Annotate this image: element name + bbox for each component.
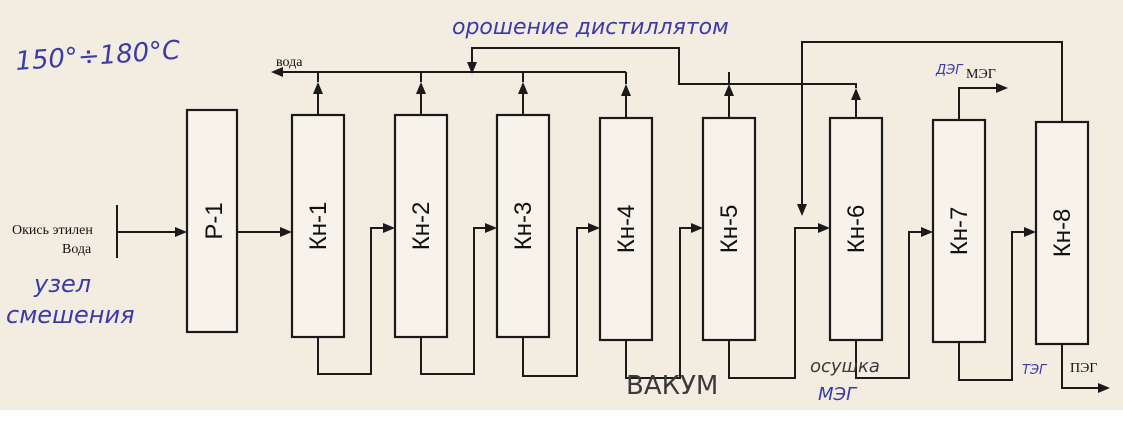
kn3-top-arrowhead: [518, 82, 528, 94]
kn4-to-kn5-arrowhead: [691, 223, 703, 233]
kn8-recycle-arrowhead: [797, 204, 807, 216]
unit-kn3-label: Кн-3: [510, 202, 537, 251]
kn8-top-recycle-line: [801, 41, 1063, 204]
unit-kn2-label: Кн-2: [408, 202, 435, 251]
peg-out-arrowhead: [1098, 383, 1110, 393]
unit-kn7: Кн-7: [931, 118, 987, 344]
meg-out-label: МЭГ: [966, 67, 996, 82]
kn1-to-kn2-line: [317, 227, 383, 375]
kn2-to-kn3-arrowhead: [485, 223, 497, 233]
kn4-top-arrowhead: [621, 84, 631, 96]
reflux-arrowhead: [467, 62, 477, 74]
unit-kn4: Кн-4: [598, 116, 654, 342]
note-teg-bottom: ТЭГ: [1022, 363, 1048, 378]
unit-kn8: Кн-8: [1034, 120, 1090, 346]
note-drying-1: осушка: [810, 356, 880, 377]
feed-label-water: Вода: [62, 242, 92, 257]
unit-kn1-label: Кн-1: [305, 202, 332, 251]
kn2-top-arrowhead: [416, 82, 426, 94]
kn7-to-kn8-arrowhead: [1024, 227, 1036, 237]
unit-kn1: Кн-1: [290, 113, 346, 339]
unit-kn3: Кн-3: [495, 113, 551, 339]
water-out-label: вода: [276, 55, 303, 70]
kn1-to-kn2-arrowhead: [383, 223, 395, 233]
r1-to-kn1-arrowhead: [280, 227, 292, 237]
note-mixing-node-2: смешения: [6, 301, 135, 329]
unit-kn8-box: [1034, 120, 1090, 346]
note-deg-top: ДЭГ: [935, 63, 964, 78]
reflux-line: [471, 47, 857, 88]
kn6-top-arrowhead: [851, 88, 861, 100]
unit-kn6: Кн-6: [828, 116, 884, 342]
kn5-to-kn6-line: [728, 227, 818, 379]
unit-kn5: Кн-5: [701, 116, 757, 342]
reflux-loop: [467, 41, 1063, 216]
kn6-to-kn7-arrowhead: [921, 227, 933, 237]
kn5-top-arrowhead: [724, 84, 734, 96]
unit-r1-box: [185, 108, 239, 334]
unit-kn6-label: Кн-6: [843, 205, 870, 254]
peg-out-line: [1061, 344, 1098, 389]
unit-kn6-box: [828, 116, 884, 342]
feed-inlet: Окись этилен Вода: [12, 205, 187, 258]
note-mixing-node-1: узел: [33, 270, 91, 298]
kn1-top-arrowhead: [313, 82, 323, 94]
kn7-to-kn8-line: [958, 231, 1024, 381]
unit-kn8-label: Кн-8: [1049, 209, 1076, 258]
kn5-to-kn6-arrowhead: [818, 223, 830, 233]
unit-kn2-box: [393, 113, 449, 339]
kn6-to-kn7-line: [855, 231, 921, 379]
feed-to-r1-arrowhead: [175, 227, 187, 237]
note-drying-2: МЭГ: [818, 384, 858, 405]
side-feeds: [237, 223, 1036, 381]
meg-out-line: [958, 87, 996, 120]
kn2-to-kn3-line: [420, 227, 485, 375]
unit-r1: Р-1: [185, 108, 239, 334]
meg-out-arrowhead: [996, 83, 1008, 93]
unit-r1-label: Р-1: [201, 202, 228, 239]
unit-kn2: Кн-2: [393, 113, 449, 339]
feed-label-ethylene-oxide: Окись этилен: [12, 223, 93, 238]
unit-kn4-label: Кн-4: [613, 205, 640, 254]
kn3-to-kn4-line: [522, 227, 588, 377]
unit-kn7-box: [931, 118, 987, 344]
kn4-to-kn5-line: [625, 227, 691, 379]
kn3-to-kn4-arrowhead: [588, 223, 600, 233]
unit-kn7-label: Кн-7: [946, 207, 973, 256]
product-outlets: МЭГ ПЭГ: [958, 67, 1110, 393]
unit-kn5-label: Кн-5: [716, 205, 743, 254]
peg-out-label: ПЭГ: [1070, 361, 1097, 376]
water-overhead-header: вода: [271, 55, 631, 118]
note-reflux: орошение дистиллятом: [452, 15, 729, 40]
water-out-arrowhead: [271, 67, 283, 77]
note-vacuum: ВАКУМ: [626, 371, 718, 401]
